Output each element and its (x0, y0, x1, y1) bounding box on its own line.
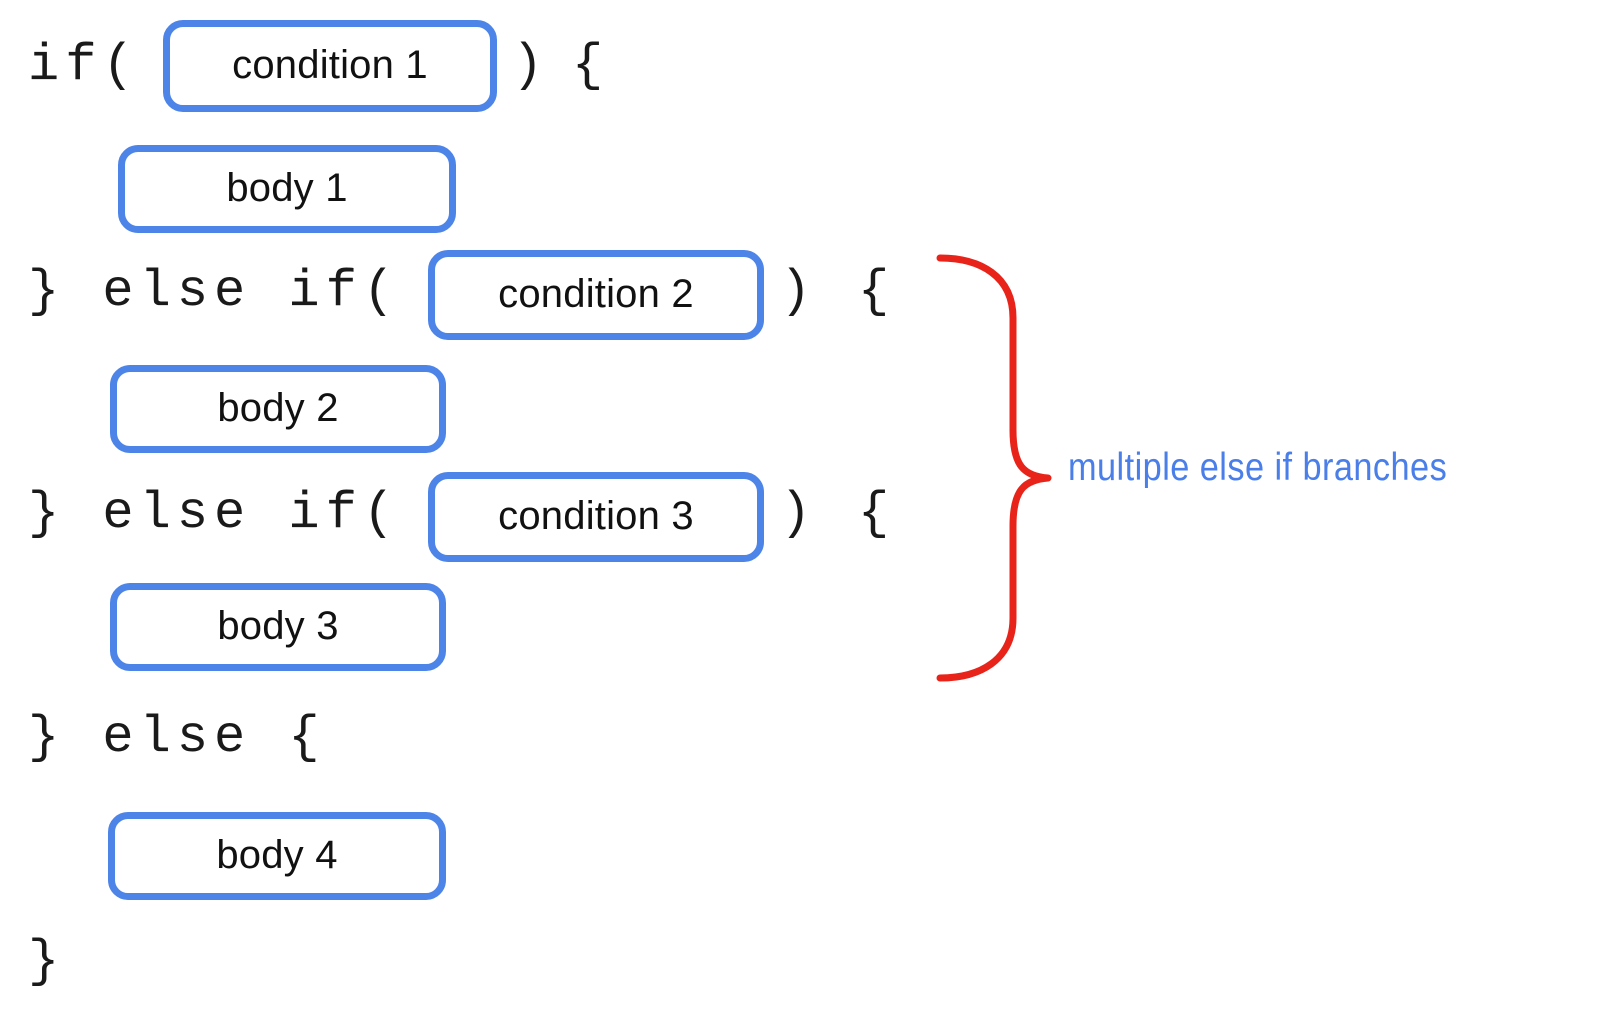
red-curly-brace-icon (936, 254, 1052, 682)
condition-3-label: condition 3 (498, 493, 694, 538)
body-3-label: body 3 (217, 603, 339, 648)
body-4-label: body 4 (216, 832, 338, 877)
code-elseif-2-open-brace: { (858, 262, 896, 321)
condition-3-box[interactable]: condition 3 (428, 472, 764, 562)
body-1-label: body 1 (226, 165, 348, 210)
code-elseif-3-close-paren: ) (780, 484, 818, 543)
code-elseif-2-close-paren: ) (780, 262, 818, 321)
annotation-label: multiple else if branches (1068, 446, 1448, 489)
condition-2-box[interactable]: condition 2 (428, 250, 764, 340)
condition-2-label: condition 2 (498, 271, 694, 316)
code-else-line: } else { (28, 708, 326, 767)
code-if-close-paren: ) (512, 36, 550, 95)
code-elseif-2-prefix: } else if( (28, 262, 401, 321)
code-closing-brace: } (28, 932, 66, 991)
code-if-open-brace: { (572, 36, 610, 95)
body-4-box[interactable]: body 4 (108, 812, 446, 900)
body-2-label: body 2 (217, 385, 339, 430)
body-2-box[interactable]: body 2 (110, 365, 446, 453)
body-1-box[interactable]: body 1 (118, 145, 456, 233)
code-if-open: if( (28, 36, 140, 95)
code-elseif-3-open-brace: { (858, 484, 896, 543)
condition-1-label: condition 1 (232, 42, 428, 87)
code-elseif-3-prefix: } else if( (28, 484, 401, 543)
body-3-box[interactable]: body 3 (110, 583, 446, 671)
condition-1-box[interactable]: condition 1 (163, 20, 497, 112)
